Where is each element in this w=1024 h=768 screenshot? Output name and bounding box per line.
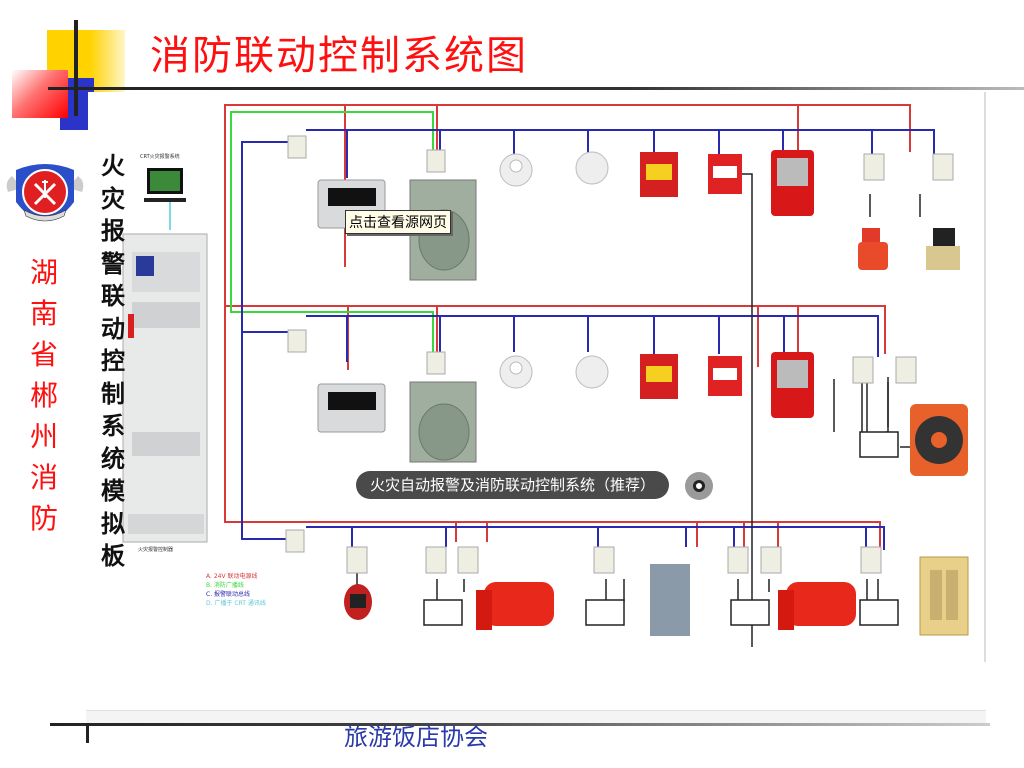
- detectors: [499, 151, 609, 389]
- decoration-red-square: [12, 70, 68, 118]
- solenoid-valve: [926, 228, 960, 270]
- input-module-1: [863, 153, 885, 181]
- legend-item: A. 24V 联动电源线: [206, 573, 258, 580]
- power-start-box-3c: [730, 599, 770, 626]
- footer-vertical-line: [86, 723, 89, 743]
- side-label-organization: 湖南省郴州消防: [29, 256, 58, 535]
- water-flow-indicator: [858, 228, 888, 270]
- title-underline: [48, 87, 1024, 90]
- crt-computer: [144, 168, 186, 202]
- fire-pump-1: [476, 582, 554, 630]
- page-title: 消防联动控制系统图: [150, 33, 528, 79]
- control-module-3a: [425, 546, 447, 574]
- fire-pump-2: [778, 582, 856, 630]
- legend-item: D. 广播于 CRT 通讯线: [206, 600, 266, 607]
- isolator-module-1: [287, 135, 307, 159]
- power-start-box-3b: [585, 599, 625, 626]
- legend: A. 24V 联动电源线 B. 消防广播线 C. 报警联动总线 D. 广播于 C…: [206, 572, 266, 608]
- manual-alarm-buttons: [640, 152, 742, 399]
- modules: [285, 135, 954, 574]
- diagram-vertical-title: 火灾报警联动控制系统模拟板: [101, 152, 125, 570]
- wiring-diagram: [122, 104, 969, 647]
- sound-light-alarms: [771, 150, 814, 418]
- play-icon[interactable]: [685, 472, 713, 500]
- start-stop-module-3c: [760, 546, 782, 574]
- elevator: [919, 556, 969, 636]
- exhaust-fan: [910, 404, 968, 476]
- isolator-module-2: [287, 329, 307, 353]
- control-module-3d: [860, 546, 882, 574]
- output-module-1: [426, 149, 446, 173]
- power-start-box-3a: [423, 599, 463, 626]
- video-caption-button[interactable]: 火灾自动报警及消防联动控制系统（推荐）: [356, 471, 670, 499]
- footer-organization: 旅游饭店协会: [344, 723, 488, 751]
- fire-linkage-diagram[interactable]: A. 24V 联动电源线 B. 消防广播线 C. 报警联动总线 D. 广播于 C…: [88, 92, 986, 662]
- legend-item: B. 消防广播线: [206, 582, 244, 589]
- fire-alarm-controller: [122, 233, 208, 543]
- output-module-2: [426, 351, 446, 375]
- footer-line: [50, 723, 990, 726]
- legend-item: C. 报警联动总线: [206, 591, 251, 598]
- footer-strip: [86, 710, 986, 725]
- crt-label: CRT火灾报警系统: [140, 154, 180, 160]
- power-start-box-3d: [859, 599, 899, 626]
- control-module-1: [932, 153, 954, 181]
- control-module-3c: [727, 546, 749, 574]
- fire-damper: [344, 584, 372, 620]
- start-stop-module-3a: [457, 546, 479, 574]
- isolator-module-3: [285, 529, 305, 553]
- view-source-tooltip[interactable]: 点击查看源网页: [345, 210, 451, 234]
- start-stop-module-2: [895, 356, 917, 384]
- power-start-box-2: [859, 431, 899, 458]
- decoration-vertical-line: [74, 20, 78, 116]
- control-module-2: [852, 356, 874, 384]
- controller-label: 火灾报警控制器: [138, 547, 174, 553]
- control-lines: [356, 173, 921, 647]
- control-module-3b: [593, 546, 615, 574]
- fire-service-emblem-icon: [6, 164, 84, 222]
- input-module-3: [346, 546, 368, 574]
- rolling-shutter: [650, 564, 690, 636]
